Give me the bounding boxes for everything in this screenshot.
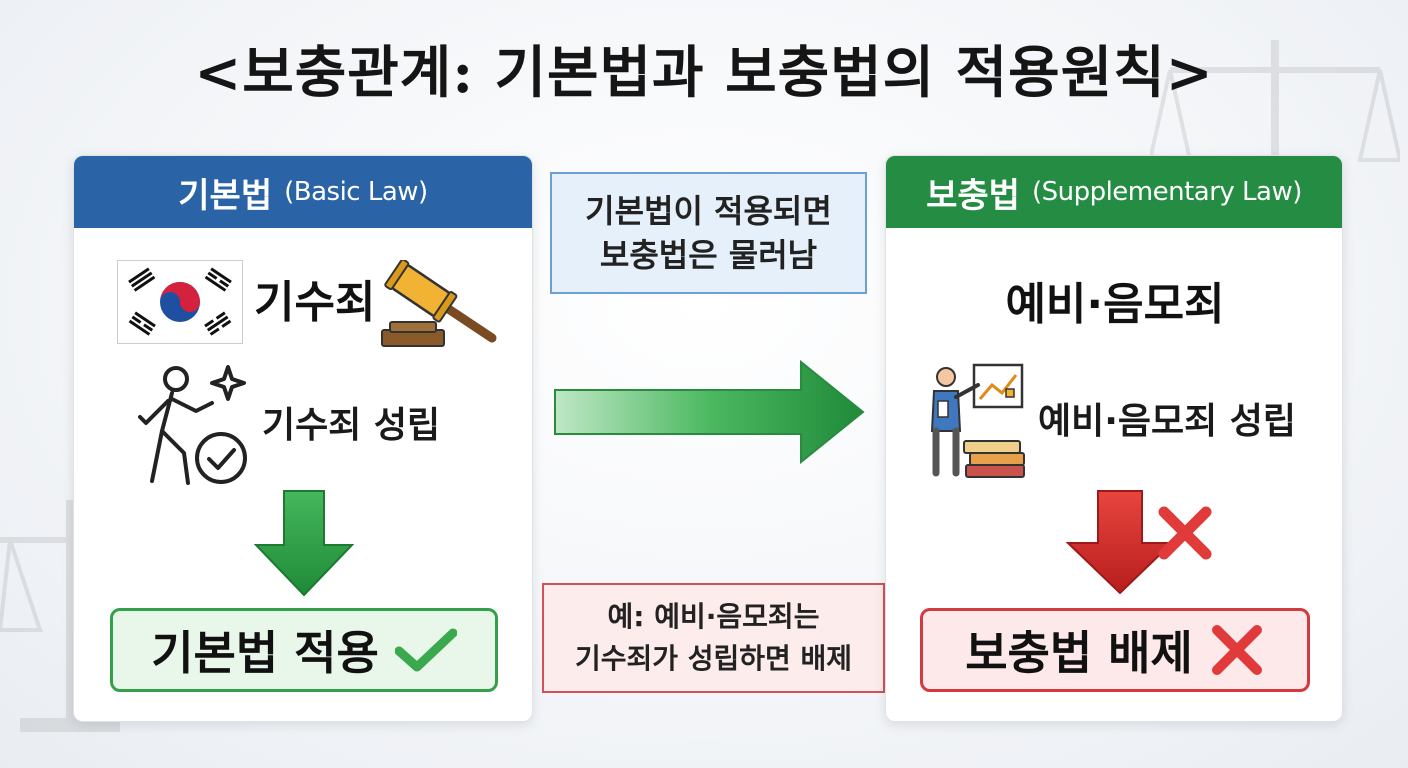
basic-established-label: 기수죄 성립 (262, 405, 441, 446)
check-icon (394, 628, 457, 672)
note-bottom-box: 예: 예비·음모죄는 기수죄가 성립하면 배제 (542, 583, 885, 693)
presenter-icon (930, 363, 1024, 477)
basic-law-header-subtitle: (Basic Law) (284, 177, 428, 207)
supplementary-law-header-subtitle: (Supplementary Law) (1031, 177, 1302, 207)
supplementary-law-header-title: 보충법 (926, 175, 1020, 216)
note-top-box: 기본법이 적용되면 보충법은 물러남 (550, 172, 867, 294)
books-icon (963, 440, 1025, 478)
basic-law-panel: 기본법 (Basic Law) 기수죄 (73, 155, 533, 722)
supplementary-law-panel: 보충법 (Supplementary Law) 예비·음모죄 예비·음모죄 성립… (885, 155, 1343, 722)
note-bottom-line2: 기수죄가 성립하면 배제 (574, 642, 853, 675)
basic-crime-label: 기수죄 (254, 277, 376, 328)
basic-law-header: 기본법 (Basic Law) (74, 156, 532, 228)
basic-result-box: 기본법 적용 (110, 608, 498, 692)
person-sparkle-icon (138, 365, 246, 485)
supp-result-label: 보충법 배제 (965, 626, 1193, 680)
down-arrow-green (254, 490, 354, 597)
cross-icon (1158, 506, 1212, 560)
supp-crime-label: 예비·음모죄 (1005, 279, 1225, 330)
supplementary-law-header: 보충법 (Supplementary Law) (886, 156, 1342, 228)
basic-result-label: 기본법 적용 (151, 626, 379, 680)
check-circle-icon (195, 432, 247, 484)
note-bottom-line1: 예: 예비·음모죄는 (607, 600, 820, 633)
note-top-line2: 보충법은 물러남 (599, 236, 818, 274)
cross-icon (1211, 625, 1262, 675)
down-arrow-red (1066, 490, 1174, 595)
korean-flag-icon (117, 260, 243, 344)
gavel-icon (381, 260, 497, 347)
right-arrow-green (554, 360, 865, 464)
supp-established-label: 예비·음모죄 성립 (1038, 401, 1297, 442)
supp-result-box: 보충법 배제 (920, 608, 1310, 692)
note-top-line1: 기본법이 적용되면 (585, 192, 832, 230)
page-title: <보충관계: 기본법과 보충법의 적용원칙> (194, 40, 1214, 106)
basic-law-header-title: 기본법 (178, 175, 273, 216)
